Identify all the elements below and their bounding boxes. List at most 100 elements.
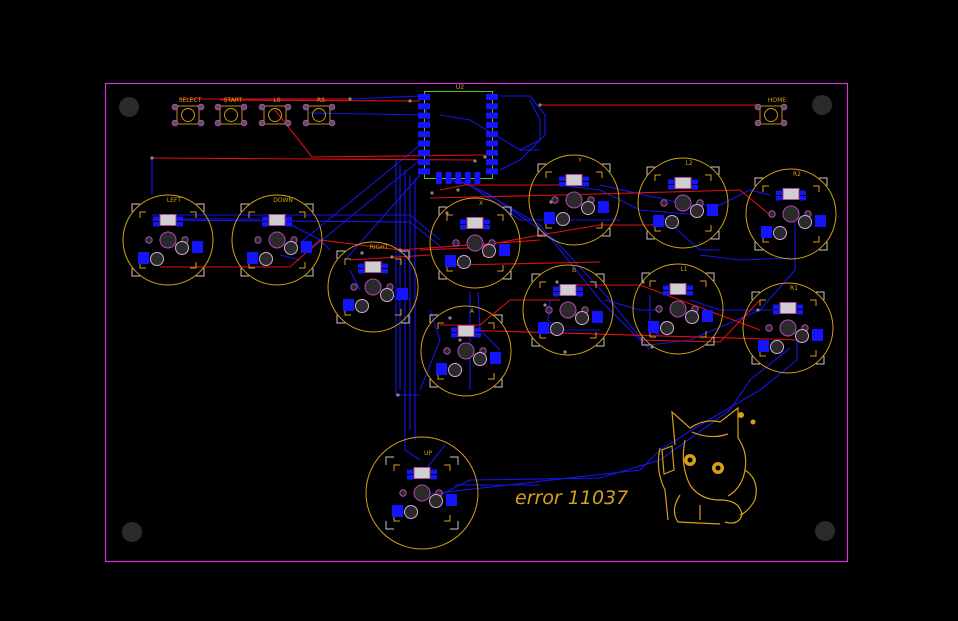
switch-pin-hole[interactable] [556, 212, 570, 226]
switch-pin-hole[interactable] [581, 201, 595, 215]
tact-switch-home[interactable]: HOME [754, 97, 788, 127]
led-pad[interactable] [773, 310, 779, 315]
led-pad[interactable] [358, 263, 364, 269]
led-pad[interactable] [687, 285, 693, 291]
led-pad[interactable] [286, 216, 292, 222]
ic-pad[interactable] [486, 168, 498, 175]
led-pad[interactable] [475, 327, 481, 333]
ic-pad[interactable] [486, 94, 498, 100]
switch-pin-hole[interactable] [380, 288, 394, 302]
switch-pin[interactable] [171, 119, 179, 127]
switch-pin-hole[interactable] [665, 215, 679, 229]
key-switch-l1[interactable]: L1 [632, 263, 724, 355]
smd-pad[interactable] [490, 352, 501, 364]
led-pad[interactable] [358, 269, 364, 274]
led-pad[interactable] [153, 222, 159, 227]
switch-pin-hole[interactable] [259, 252, 273, 266]
switch-pin[interactable] [754, 119, 762, 127]
switch-pin[interactable] [302, 119, 310, 127]
switch-pin[interactable] [258, 103, 266, 111]
switch-pin[interactable] [214, 103, 222, 111]
switch-pin-hole[interactable] [798, 215, 812, 229]
smd-pad[interactable] [538, 322, 549, 334]
led-pad[interactable] [262, 222, 268, 227]
ic-pad[interactable] [418, 168, 430, 175]
ic-pad[interactable] [486, 131, 498, 138]
switch-pin-hole[interactable] [575, 311, 589, 325]
key-switch-a[interactable]: A [420, 305, 512, 397]
led-pad[interactable] [776, 190, 782, 196]
smd-pad[interactable] [758, 340, 769, 352]
mounting-hole[interactable] [812, 95, 832, 115]
led-pad[interactable] [262, 216, 268, 222]
switch-pin-hole[interactable] [685, 310, 699, 324]
led-pad[interactable] [460, 219, 466, 225]
ic-pad[interactable] [436, 172, 442, 184]
led-pad[interactable] [559, 182, 565, 187]
led-pad[interactable] [484, 225, 490, 230]
smd-pad[interactable] [499, 244, 510, 256]
key-switch-l2[interactable]: L2 [637, 157, 729, 249]
key-switch-left[interactable]: LEFT [122, 194, 214, 286]
key-switch-down[interactable]: DOWN [231, 194, 323, 286]
smd-pad[interactable] [707, 204, 718, 216]
switch-pin-hole[interactable] [150, 252, 164, 266]
led-pad[interactable] [382, 263, 388, 269]
ic-pad[interactable] [486, 121, 498, 128]
ic-pad[interactable] [418, 159, 430, 166]
switch-pin[interactable] [284, 119, 292, 127]
switch-pin[interactable] [240, 103, 248, 111]
switch-pin-hole[interactable] [773, 226, 787, 240]
smd-pad[interactable] [812, 329, 823, 341]
smd-pad[interactable] [702, 310, 713, 322]
smd-pad[interactable] [648, 321, 659, 333]
tact-switch-rs[interactable]: RS [302, 97, 336, 127]
switch-pin[interactable] [284, 103, 292, 111]
switch-pin-hole[interactable] [284, 241, 298, 255]
led-pad[interactable] [577, 292, 583, 297]
key-switch-right[interactable]: RIGHT [327, 241, 419, 333]
led-pad[interactable] [668, 179, 674, 185]
smd-pad[interactable] [301, 241, 312, 253]
led-pad[interactable] [153, 216, 159, 222]
key-switch-x[interactable]: X [429, 197, 521, 289]
switch-pin-hole[interactable] [473, 352, 487, 366]
ic-pad[interactable] [418, 121, 430, 128]
switch-pin[interactable] [302, 103, 310, 111]
ic-pad[interactable] [418, 94, 430, 100]
key-switch-up[interactable]: UP [365, 436, 479, 550]
smd-pad[interactable] [761, 226, 772, 238]
key-switch-y[interactable]: Y [528, 154, 620, 246]
led-pad[interactable] [668, 185, 674, 190]
led-pad[interactable] [553, 292, 559, 297]
switch-pin[interactable] [214, 119, 222, 127]
led-pad[interactable] [559, 176, 565, 182]
ic-pad[interactable] [418, 131, 430, 138]
ic-pad[interactable] [418, 112, 430, 119]
smd-pad[interactable] [397, 288, 408, 300]
led-pad[interactable] [460, 225, 466, 230]
ic-pad[interactable] [445, 172, 452, 184]
switch-pin-hole[interactable] [795, 329, 809, 343]
switch-pin-hole[interactable] [550, 322, 564, 336]
ic-pad[interactable] [464, 172, 471, 184]
switch-pin-hole[interactable] [355, 299, 369, 313]
switch-pin-hole[interactable] [660, 321, 674, 335]
led-pad[interactable] [286, 222, 292, 227]
ic-pad[interactable] [486, 140, 498, 147]
led-pad[interactable] [797, 310, 803, 315]
ic-pad[interactable] [486, 149, 498, 156]
smd-pad[interactable] [653, 215, 664, 227]
switch-pin[interactable] [328, 119, 336, 127]
led-pad[interactable] [177, 222, 183, 227]
ic-pad[interactable] [418, 140, 430, 147]
led-pad[interactable] [407, 475, 413, 480]
ic-pad[interactable] [486, 112, 498, 119]
board-outline[interactable] [104, 82, 849, 563]
led-pad[interactable] [577, 286, 583, 292]
mounting-hole[interactable] [122, 522, 142, 542]
tact-switch-select[interactable]: SELECT [171, 97, 205, 127]
led-pad[interactable] [800, 196, 806, 201]
led-pad[interactable] [451, 327, 457, 333]
led-pad[interactable] [475, 333, 481, 338]
